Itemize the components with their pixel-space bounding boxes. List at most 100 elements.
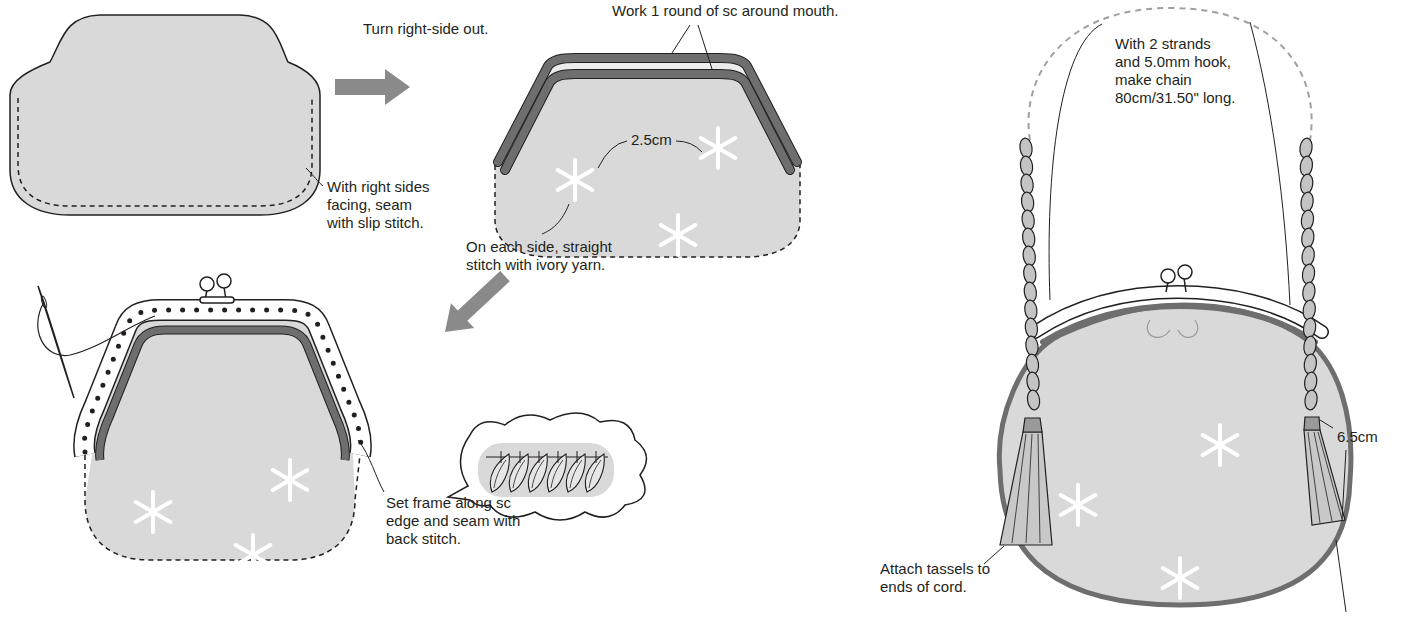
straight-stitch-star [1061,495,1096,515]
strap-guide [1049,24,1102,300]
chain-cord [1299,173,1314,194]
turned-purse [505,74,790,170]
braid-stitch [532,460,544,488]
step-arrow [433,264,516,345]
flat-piece [18,98,312,206]
strap-guide [1029,8,1312,140]
chain-cord [1303,335,1318,356]
frame-clasp [200,274,234,303]
frame-clasp [200,277,214,291]
leader-line [358,440,384,492]
braid-stitch [528,454,547,492]
frame-clasp [1178,265,1192,279]
braid-stitch [513,460,525,488]
flat-piece [10,15,320,215]
instruction-label: Attach tassels to ends of cord. [880,560,998,596]
frame-clasp [1161,265,1192,292]
chain-cord [1300,209,1315,230]
finished-purse [1043,306,1315,342]
instruction-label: On each side, straight stitch with ivory… [466,238,638,274]
tassel [1023,418,1042,432]
finished-purse [999,305,1351,605]
braid-stitch [509,454,528,492]
straight-stitch-star [661,225,696,245]
braid-stitch [558,451,559,463]
straight-stitch-star [273,470,308,490]
flat-piece [10,15,320,215]
chain-cord [1301,245,1316,266]
straight-stitch-star [661,225,696,245]
sewing-needle [38,286,155,398]
straight-stitch-star [1061,495,1096,515]
turned-purse [495,62,800,257]
framed-purse [100,330,346,460]
chain-cord [1302,299,1317,320]
chain-cord [1304,389,1319,410]
framed-purse [85,455,360,560]
straight-stitch-star [136,502,171,522]
chain-cord [1019,137,1319,410]
instruction-label: With 2 strands and 5.0mm hook, make chai… [1115,35,1238,107]
detail-bubble [478,443,614,497]
step-arrow [433,264,516,345]
chain-cord [1300,227,1315,248]
framed-purse [84,310,361,560]
braid-stitch [596,451,597,463]
tassel [1012,434,1040,543]
dimension-arc [598,141,627,168]
turned-purse [505,74,790,170]
straight-stitch-star [1163,568,1198,588]
straight-stitch-star [136,502,171,522]
chain-cord [1300,191,1315,212]
strap-guide [1250,22,1290,305]
finished-purse [1147,320,1197,337]
straight-stitch-star [236,545,271,565]
leader-line [984,420,1346,612]
leader-line [698,25,712,69]
braid-stitch [551,460,563,488]
braid-stitch [486,451,608,492]
straight-stitch-star [136,128,1238,598]
straight-stitch-star [558,170,593,190]
sewing-needle [38,302,155,356]
chain-cord [1299,155,1314,176]
leader-line [1336,540,1346,612]
chain-cord [1026,389,1041,410]
instruction-label: 6.5cm [1337,428,1378,446]
tassel [1000,432,1052,545]
straight-stitch-star [1203,435,1238,455]
braid-stitch [589,460,601,488]
turned-purse [495,58,800,257]
leader-line [1342,450,1346,520]
braid-stitch [585,454,604,492]
straight-stitch-star [701,138,736,158]
frame-clasp [200,297,234,303]
tassel [1000,417,1345,545]
step-arrow [335,69,410,105]
strap-guide [1029,8,1312,305]
braid-stitch [570,460,582,488]
tassel [1308,432,1342,523]
braid-stitch [520,451,521,463]
instruction-label: Set frame along sc edge and seam with ba… [386,494,528,548]
frame-clasp [1161,269,1175,283]
straight-stitch-star [1163,568,1198,588]
straight-stitch-star [1203,435,1238,455]
braid-stitch [577,451,578,463]
straight-stitch-star [236,545,271,565]
braid-stitch [501,451,502,463]
frame-clasp [217,274,231,288]
leader-line [542,25,712,234]
braid-stitch [490,454,509,492]
instruction-label: Turn right-side out. [363,20,513,38]
braid-stitch [566,454,585,492]
leader-line [542,204,569,234]
leader-line [306,168,323,186]
instruction-label: 2.5cm [631,131,672,149]
straight-stitch-star [558,170,593,190]
leader-line [306,168,323,186]
leader-line [672,25,690,53]
chain-cord [1303,371,1318,392]
chain-cord [1301,263,1316,284]
chain-cord [1302,281,1317,302]
